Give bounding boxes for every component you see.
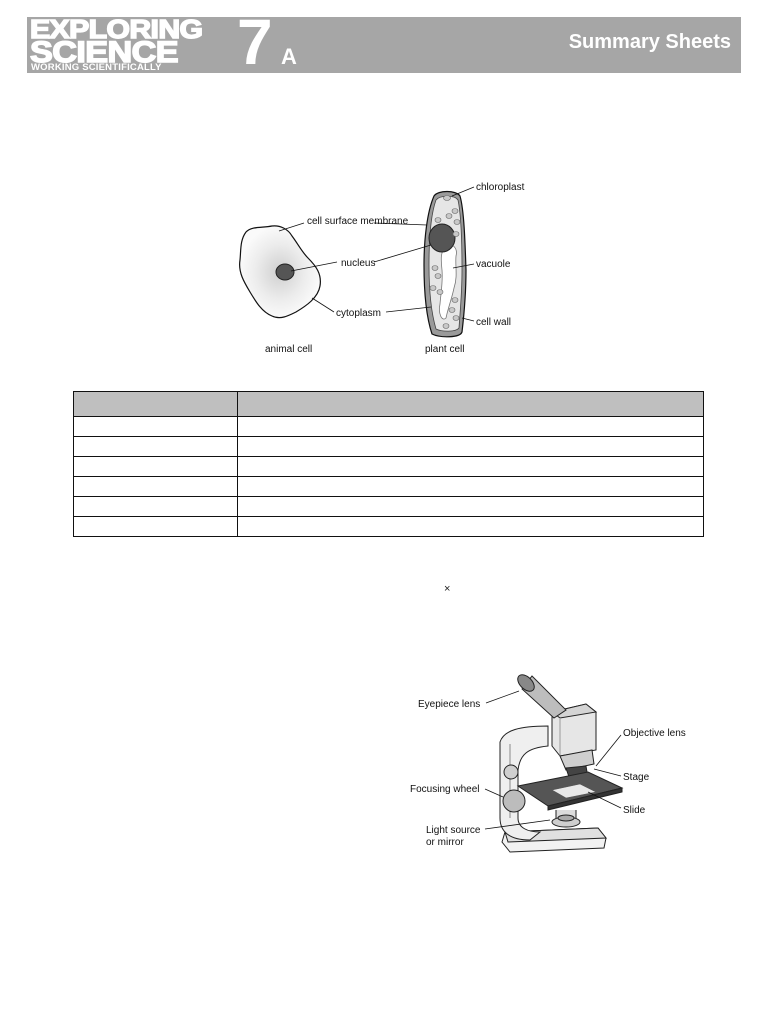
brand-line-science: SCIENCE [29,35,179,70]
label-or-mirror: or mirror [426,837,464,848]
brand-line-exploring: EXPLORING [29,13,204,45]
label-cytoplasm: cytoplasm [336,308,381,319]
table-row [73,416,704,437]
label-slide: Slide [623,805,646,816]
label-cell-wall: cell wall [476,317,511,328]
microscope [499,674,624,853]
table-cell [237,496,704,517]
unit-letter: A [281,44,297,69]
label-stage: Stage [623,772,650,783]
chloroplasts [429,195,461,329]
table-cell [237,416,704,437]
table-row [73,496,704,517]
table-cell [73,516,238,537]
table-cell [237,436,704,457]
label-objective-lens: Objective lens [623,728,686,739]
caption-animal-cell: animal cell [265,344,312,355]
table-cell [237,476,704,497]
label-nucleus: nucleus [341,258,375,269]
brand-line-working-scientifically: WORKING SCIENTIFICALLY [31,62,162,73]
animal-cell-nucleus [275,263,295,281]
table-header-cell [237,391,704,417]
table-cell [237,516,704,537]
table-cell [237,456,704,477]
table-cell [73,436,238,457]
microscope-leader-lines [484,690,622,830]
label-light-source: Light source [426,825,481,836]
summary-table [73,391,704,537]
cell-leader-lines [278,186,475,322]
table-row [73,436,704,457]
table-row [73,476,704,497]
label-chloroplast: chloroplast [476,182,525,193]
focusing-wheel-knob [502,789,526,813]
table-cell [73,476,238,497]
table-header-cell [73,391,238,417]
label-vacuole: vacuole [476,259,511,270]
microscope-diagram: Eyepiece lens Objective lens Stage Focus… [410,674,686,853]
table-row [73,516,704,537]
table-cell [73,456,238,477]
table-cell [73,416,238,437]
table-header-row [73,391,704,417]
label-focusing-wheel: Focusing wheel [410,784,479,795]
sheet-title: Summary Sheets [568,31,731,53]
label-eyepiece-lens: Eyepiece lens [418,699,480,710]
brand-logo: EXPLORING SCIENCE WORKING SCIENTIFICALLY [29,13,246,73]
plant-cell-nucleus [428,223,456,253]
unit-number: 7 [237,6,273,78]
label-cell-surface-membrane: cell surface membrane [307,216,409,227]
cells-diagram: cell surface membrane nucleus cytoplasm … [239,182,525,355]
table-row [73,456,704,477]
multiplication-sign: × [444,583,451,595]
header-banner: EXPLORING SCIENCE WORKING SCIENTIFICALLY… [27,10,741,74]
plant-cell-vacuole [439,244,457,320]
table-cell [73,496,238,517]
caption-plant-cell: plant cell [425,344,464,355]
